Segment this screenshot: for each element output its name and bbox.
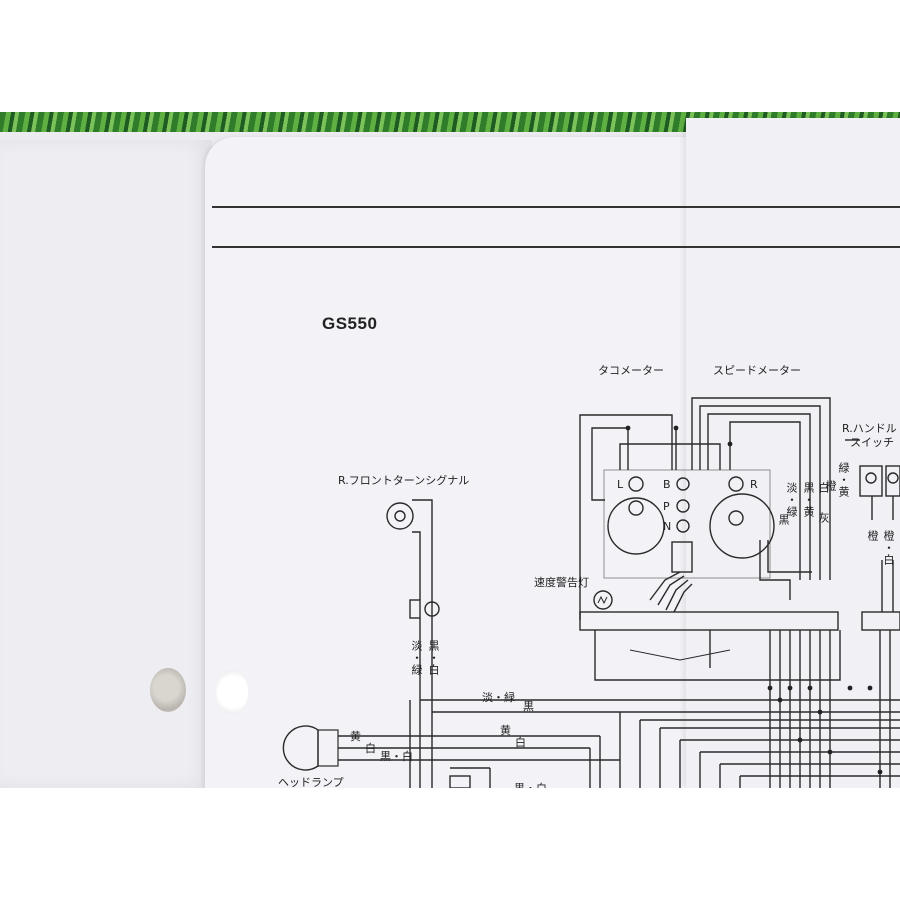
r-handle-switch-label-1: R.ハンドル <box>842 422 897 435</box>
wire-label-lt-green-h: 淡・緑 <box>482 691 515 704</box>
header-rule-bottom <box>212 246 900 248</box>
right-page <box>686 118 900 788</box>
wire-label-meter-lt-green: 淡・緑 <box>785 482 798 518</box>
front-turn-signal-label: R.フロントターンシグナル <box>338 474 470 487</box>
binder-hole-left <box>150 668 186 712</box>
model-title: GS550 <box>322 314 378 333</box>
wire-label-black-h: 黒 <box>523 700 534 713</box>
terminal-L <box>628 476 644 492</box>
wire-label-switch-orange-white: 橙・白 <box>882 530 895 566</box>
headlamp-label: ヘッドランプ <box>278 776 344 789</box>
terminal-R-label: R <box>750 478 758 491</box>
wire-label-lt-green-vertical: 淡・緑 <box>410 640 423 676</box>
wire-label-black-white-h: 黒・白 <box>380 750 413 763</box>
turn-signal-connector-a <box>409 599 421 619</box>
terminal-B <box>676 477 690 491</box>
speed-warning-unit <box>671 541 693 573</box>
wire-label-yellow-1: 黄 <box>350 730 361 743</box>
speed-warning-light-label: 速度警告灯 <box>534 576 589 589</box>
turn-signal-connector-b <box>424 601 440 617</box>
terminal-P <box>676 499 690 513</box>
binder-hole-right <box>216 670 248 714</box>
wire-label-switch-yellow: 黄 <box>898 530 900 542</box>
r-handle-switch-connector-2 <box>885 465 900 497</box>
front-turn-signal-bulb <box>386 502 414 530</box>
terminal-B-label: B <box>663 478 671 491</box>
tachometer-label: タコメーター <box>598 364 664 377</box>
wire-label-yellow-2: 黄 <box>500 724 511 737</box>
terminal-L-label: L <box>617 478 624 491</box>
meter-cluster-outline <box>603 469 771 579</box>
r-handle-switch-connector-1 <box>859 465 883 497</box>
speedometer-dial <box>709 493 775 559</box>
speed-warning-light <box>593 590 613 610</box>
meter-connector-block <box>579 611 839 631</box>
wire-label-meter-white: 白 <box>817 482 830 494</box>
wire-label-meter-black: 黒 <box>777 514 790 526</box>
terminal-P-label: P <box>663 500 670 513</box>
terminal-N-label: N <box>663 520 672 533</box>
wire-label-meter-green-yellow: 緑・黄 <box>837 462 850 498</box>
wire-label-black-white-vertical: 黒・白 <box>427 640 440 676</box>
headlamp-bulb <box>282 725 319 771</box>
wire-label-meter-gray: 灰 <box>817 512 830 524</box>
wire-label-white-2: 白 <box>515 736 526 749</box>
header-rule-top <box>212 206 900 208</box>
speedometer-label: スピードメーター <box>713 364 801 377</box>
tachometer-dial <box>607 497 665 555</box>
wire-label-meter-orange: 橙 <box>824 480 837 492</box>
wire-label-meter-black-yellow: 黒・黄 <box>802 482 815 518</box>
wire-label-white-1: 白 <box>365 742 376 755</box>
bottom-margin <box>0 788 900 900</box>
terminal-R <box>728 476 744 492</box>
r-handle-switch-label-2: スイッチ <box>850 436 894 449</box>
terminal-N <box>676 519 690 533</box>
wire-label-switch-orange-1: 橙 <box>866 530 879 542</box>
